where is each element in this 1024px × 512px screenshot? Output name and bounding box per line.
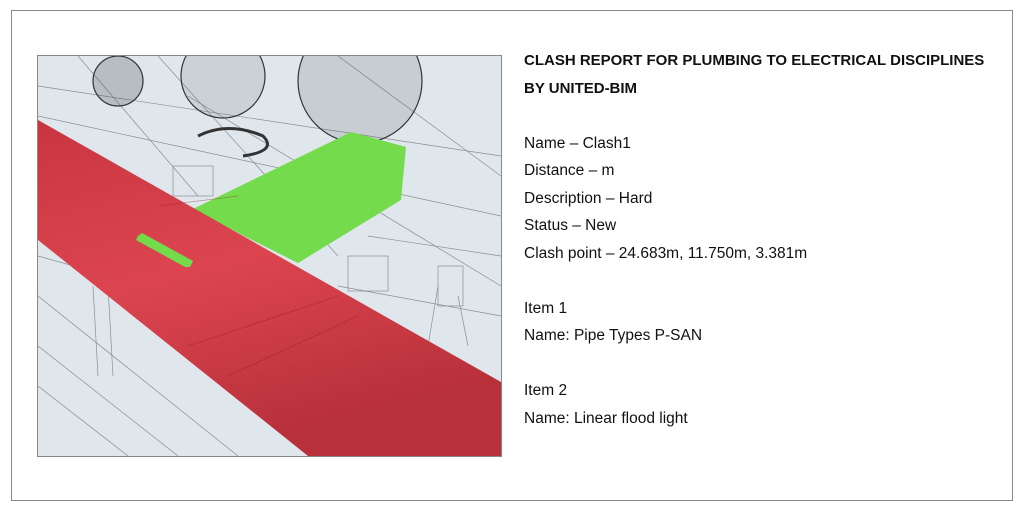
report-frame: [11, 10, 1013, 501]
clash-render-image: [37, 55, 502, 457]
report-title-line-2: BY UNITED-BIM: [524, 80, 638, 97]
clash-description: Description – Hard: [524, 190, 653, 207]
clash-name: Name – Clash1: [524, 135, 631, 152]
item1-name: Name: Pipe Types P-SAN: [524, 327, 703, 344]
pipe-p-san: [38, 120, 501, 456]
clash-point: Clash point – 24.683m, 11.750m, 3.381m: [524, 245, 808, 262]
linear-flood-light-clash-segment: [136, 233, 193, 267]
item2-name: Name: Linear flood light: [524, 410, 688, 427]
report-title-line-1: CLASH REPORT FOR PLUMBING TO ELECTRICAL …: [524, 52, 985, 69]
clash-distance: Distance – m: [524, 162, 615, 179]
wireframe-chairs: [92, 56, 423, 158]
item1-heading: Item 1: [524, 300, 568, 317]
linear-flood-light-body: [193, 132, 406, 263]
item2-heading: Item 2: [524, 382, 568, 399]
clash-status: Status – New: [524, 217, 617, 234]
